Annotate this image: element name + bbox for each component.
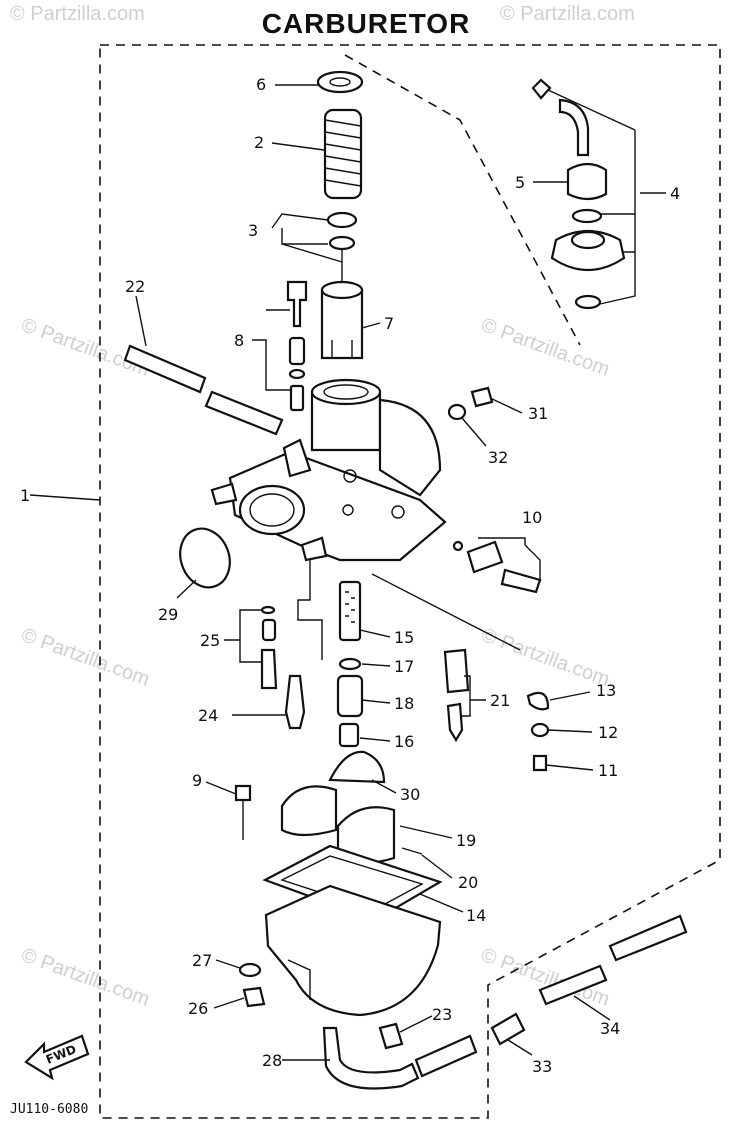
part-17-o-ring bbox=[338, 657, 362, 671]
leader-line bbox=[371, 573, 521, 651]
callout-7: 7 bbox=[384, 314, 394, 333]
hose-segment bbox=[414, 1034, 478, 1078]
part-6-seal bbox=[316, 70, 364, 94]
assembly-boundary bbox=[99, 44, 721, 1119]
callout-22: 22 bbox=[125, 277, 145, 296]
part-13-12-11-pin-set bbox=[526, 691, 550, 772]
part-31-32-screw bbox=[447, 386, 494, 421]
part-10-pilot-screw bbox=[452, 540, 542, 594]
callout-34: 34 bbox=[600, 1019, 620, 1038]
part-20-pin bbox=[401, 847, 423, 855]
part-16-main-jet bbox=[338, 722, 360, 748]
part-15-needle-jet bbox=[338, 580, 362, 642]
callout-25: 25 bbox=[200, 631, 220, 650]
callout-10: 10 bbox=[522, 508, 542, 527]
callout-18: 18 bbox=[394, 694, 414, 713]
callout-12: 12 bbox=[598, 723, 618, 742]
callout-19: 19 bbox=[456, 831, 476, 850]
callout-30: 30 bbox=[400, 785, 420, 804]
watermark: © Partzilla.com bbox=[478, 314, 612, 381]
part-2-spring bbox=[323, 108, 363, 200]
part-7-throttle-valve bbox=[320, 280, 364, 360]
part-21-needle-valve bbox=[443, 648, 470, 743]
callouts: 6 2 3 5 4 7 8 1 22 29 25 24 15 17 18 16 … bbox=[20, 75, 680, 1076]
callout-33: 33 bbox=[532, 1057, 552, 1076]
watermark: © Partzilla.com bbox=[478, 624, 612, 691]
float-bowl bbox=[264, 884, 442, 1017]
part-9-screw bbox=[234, 784, 252, 802]
callout-28: 28 bbox=[262, 1051, 282, 1070]
callout-4: 4 bbox=[670, 184, 680, 203]
watermark: © Partzilla.com bbox=[10, 3, 145, 25]
part-18-jet-holder bbox=[336, 674, 364, 718]
callout-29: 29 bbox=[158, 605, 178, 624]
watermark: © Partzilla.com bbox=[18, 944, 152, 1011]
callout-17: 17 bbox=[394, 657, 414, 676]
callout-23: 23 bbox=[432, 1005, 452, 1024]
part-19-float bbox=[280, 785, 396, 865]
callout-3: 3 bbox=[248, 221, 258, 240]
callout-11: 11 bbox=[598, 761, 618, 780]
callout-5: 5 bbox=[515, 173, 525, 192]
guide-line bbox=[344, 54, 581, 346]
part-33-fitting bbox=[490, 1012, 526, 1046]
callout-31: 31 bbox=[528, 404, 548, 423]
part-4-cap-assembly bbox=[531, 78, 626, 310]
carburetor-body bbox=[210, 378, 447, 562]
watermark: © Partzilla.com bbox=[18, 624, 152, 691]
callout-26: 26 bbox=[188, 999, 208, 1018]
part-25-jet-set bbox=[260, 605, 278, 690]
callout-6: 6 bbox=[256, 75, 266, 94]
part-26-screw bbox=[242, 986, 266, 1008]
callout-24: 24 bbox=[198, 706, 218, 725]
part-23-screw bbox=[378, 1022, 404, 1050]
part-34-hose bbox=[608, 914, 688, 962]
callout-13: 13 bbox=[596, 681, 616, 700]
part-34-hose bbox=[538, 964, 608, 1006]
callout-15: 15 bbox=[394, 628, 414, 647]
part-30-baffle bbox=[328, 750, 386, 784]
part-24-pilot-jet bbox=[284, 674, 306, 730]
callout-27: 27 bbox=[192, 951, 212, 970]
callout-9: 9 bbox=[192, 771, 202, 790]
callout-16: 16 bbox=[394, 732, 414, 751]
callout-14: 14 bbox=[466, 906, 486, 925]
part-8-screw-set bbox=[286, 280, 308, 412]
diagram-title: CARBURETOR bbox=[261, 8, 471, 39]
callout-21: 21 bbox=[490, 691, 510, 710]
callout-1: 1 bbox=[20, 486, 30, 505]
callout-32: 32 bbox=[488, 448, 508, 467]
watermark: © Partzilla.com bbox=[500, 3, 635, 25]
part-3-clip bbox=[326, 211, 358, 251]
footer-code: JU110-6080 bbox=[10, 1102, 89, 1117]
callout-2: 2 bbox=[254, 133, 264, 152]
fwd-arrow: FWD bbox=[24, 1034, 90, 1081]
part-28-drain-hose bbox=[322, 1026, 420, 1090]
leader-lines bbox=[29, 84, 666, 1061]
leader-line bbox=[297, 560, 323, 660]
callout-20: 20 bbox=[458, 873, 478, 892]
part-29-o-ring bbox=[179, 527, 231, 589]
callout-8: 8 bbox=[234, 331, 244, 350]
part-27-washer bbox=[238, 962, 262, 978]
part-22-vent-hose bbox=[123, 344, 284, 436]
